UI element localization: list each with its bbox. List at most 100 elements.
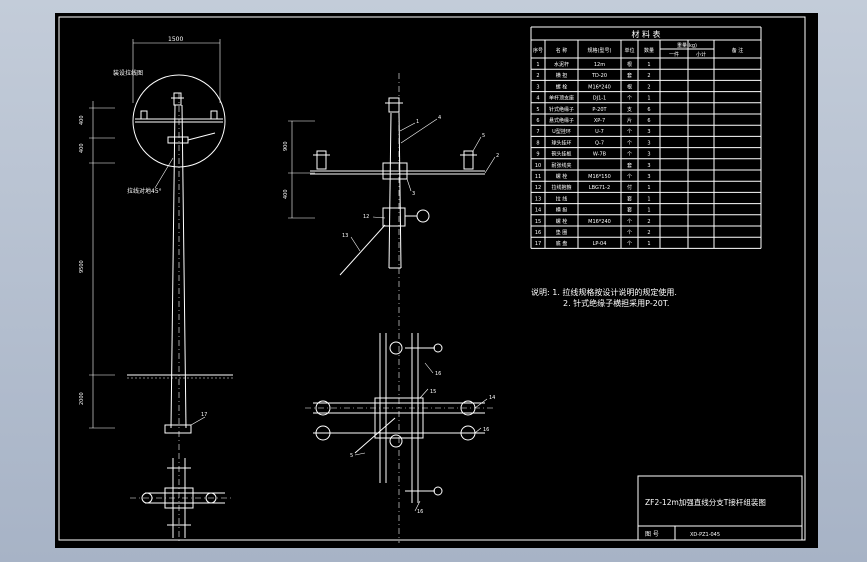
bom-row-unit: 个 (627, 230, 632, 236)
bom-row-unit: 个 (627, 152, 632, 158)
callout-13: 13 (342, 233, 348, 239)
callout-16c: 16 (417, 509, 423, 515)
bom-row-no: 13 (535, 196, 541, 202)
label-base: 17 (201, 412, 207, 418)
title-drawing-no: XD-PZ1-045 (690, 532, 720, 538)
dim-left-1: 400 (79, 115, 85, 125)
bom-row-no: 4 (536, 96, 539, 102)
bom-head-remark: 备 注 (732, 47, 744, 54)
bom-row-name: 螺 栓 (556, 173, 568, 180)
dim-left-4: 2000 (79, 392, 85, 405)
title-no-label: 图 号 (645, 531, 659, 538)
bom-row-name: 横 担 (556, 72, 568, 79)
bom-row-qty: 3 (647, 174, 650, 180)
bom-row-qty: 1 (647, 185, 650, 191)
bom-row-name: 螺 栓 (556, 83, 568, 90)
bom-row-name: 水泥杆 (554, 61, 569, 68)
note-line-1: 说明: 1. 拉线规格按设计说明的规定使用. (531, 287, 677, 297)
pole-elevation: 1500 装设拉线图 拉线对地45° 400 400 9500 2000 (79, 36, 233, 543)
callout-16b: 16 (483, 427, 489, 433)
bom-row-no: 17 (535, 241, 541, 247)
callout-5b: 5 (350, 453, 353, 459)
bom-row-unit: 个 (627, 241, 632, 247)
bom-row-spec: Q-7 (595, 140, 604, 146)
outer-frame (58, 16, 806, 541)
bom-row-unit: 付 (627, 184, 632, 191)
bom-row-spec: P-20T (592, 107, 607, 113)
bom-row-no: 5 (536, 107, 539, 113)
bom-row-no: 8 (536, 140, 539, 146)
note-line-2: 2. 针式绝缘子横担采用P-20T. (563, 298, 669, 308)
bom-row-qty: 1 (647, 62, 650, 68)
bom-row-unit: 套 (627, 207, 632, 214)
bom-row-unit: 根 (627, 61, 632, 68)
bom-row-name: 垫 圈 (556, 229, 568, 236)
bom-row-spec: LBG71-2 (589, 185, 610, 191)
callout-1: 1 (416, 119, 419, 125)
bom-row-qty: 1 (647, 96, 650, 102)
bom-row-spec: M16*240 (588, 84, 611, 90)
bom-row-spec: M16*150 (588, 174, 611, 180)
bom-row-no: 12 (535, 185, 541, 191)
bom-title: 材 料 表 (631, 29, 660, 39)
bom-row-unit: 套 (627, 195, 632, 202)
bom-row-no: 10 (535, 163, 541, 169)
callout-12: 12 (363, 214, 369, 220)
bom-head-spec: 规格(型号) (588, 47, 612, 54)
label-round: 装设拉线图 (113, 69, 143, 77)
drawing-sheet: 1500 装设拉线图 拉线对地45° 400 400 9500 2000 (55, 13, 818, 548)
cad-drawing: 1500 装设拉线图 拉线对地45° 400 400 9500 2000 (58, 16, 806, 543)
dim-mid-1: 900 (283, 141, 289, 151)
bom-row-unit: 个 (627, 129, 632, 135)
bom-head-unit: 单位 (624, 47, 634, 54)
bom-row-qty: 1 (647, 208, 650, 214)
bom-row-qty: 1 (647, 241, 650, 247)
bom-row-unit: 套 (627, 72, 632, 79)
bom-row-name: 底 盘 (556, 240, 568, 247)
bom-row-no: 7 (536, 129, 539, 135)
bom-row-spec: M16*240 (588, 219, 611, 225)
bom-row-qty: 2 (647, 230, 650, 236)
bom-row-no: 1 (536, 62, 539, 68)
dim-left-2: 400 (79, 143, 85, 153)
callout-15: 15 (430, 389, 436, 395)
bom-row-unit: 支 (627, 106, 632, 113)
bom-row-qty: 3 (647, 140, 650, 146)
bom-row-spec: XP-7 (594, 118, 605, 124)
bom-row-qty: 1 (647, 196, 650, 202)
bom-row-no: 2 (536, 73, 539, 79)
callout-16a: 16 (435, 371, 441, 377)
dim-top: 1500 (168, 36, 183, 43)
label-stay: 拉线对地45° (127, 187, 162, 195)
bom-row-spec: TD-20 (591, 73, 607, 79)
bom-head-weight-one: 一件 (669, 51, 679, 58)
bom-row-spec: U-7 (595, 129, 604, 135)
bom-row-unit: 片 (627, 117, 632, 124)
bom-head-name: 名 称 (556, 47, 568, 54)
bom-row-name: 悬式绝缘子 (549, 117, 574, 124)
bom-row-no: 16 (535, 230, 541, 236)
bom-row-name: 拉 线 (556, 195, 568, 202)
plan-view: 16 15 14 16 5 16 (305, 333, 495, 515)
bom-row-no: 3 (536, 84, 539, 90)
bom-row-spec: W-7B (593, 152, 607, 158)
bom-head-weight: 重量(kg) (677, 42, 697, 49)
dim-mid-2: 400 (283, 189, 289, 199)
callout-4: 4 (438, 115, 441, 121)
bom-row-unit: 根 (627, 83, 632, 90)
bom-row-name: 球头挂环 (551, 139, 571, 146)
bom-head-qty: 数量 (644, 47, 654, 54)
bom-row-name: 拉线抱箍 (551, 184, 571, 191)
title-block: ZF2-12m加强直线分支T接杆组装图 图 号 XD-PZ1-045 (637, 475, 803, 541)
bom-row-spec: 12m (594, 62, 605, 68)
bom-row-name: 针式绝缘子 (549, 106, 574, 113)
callout-2: 2 (496, 153, 499, 159)
bom-row-qty: 3 (647, 152, 650, 158)
bom-row-no: 15 (535, 219, 541, 225)
bom-row-qty: 3 (647, 129, 650, 135)
bom-row-name: 耐张线夹 (551, 162, 571, 169)
bom-row-unit: 个 (627, 96, 632, 102)
bom-row-spec: DJ1-1 (593, 96, 607, 102)
bom-row-no: 11 (535, 174, 541, 180)
